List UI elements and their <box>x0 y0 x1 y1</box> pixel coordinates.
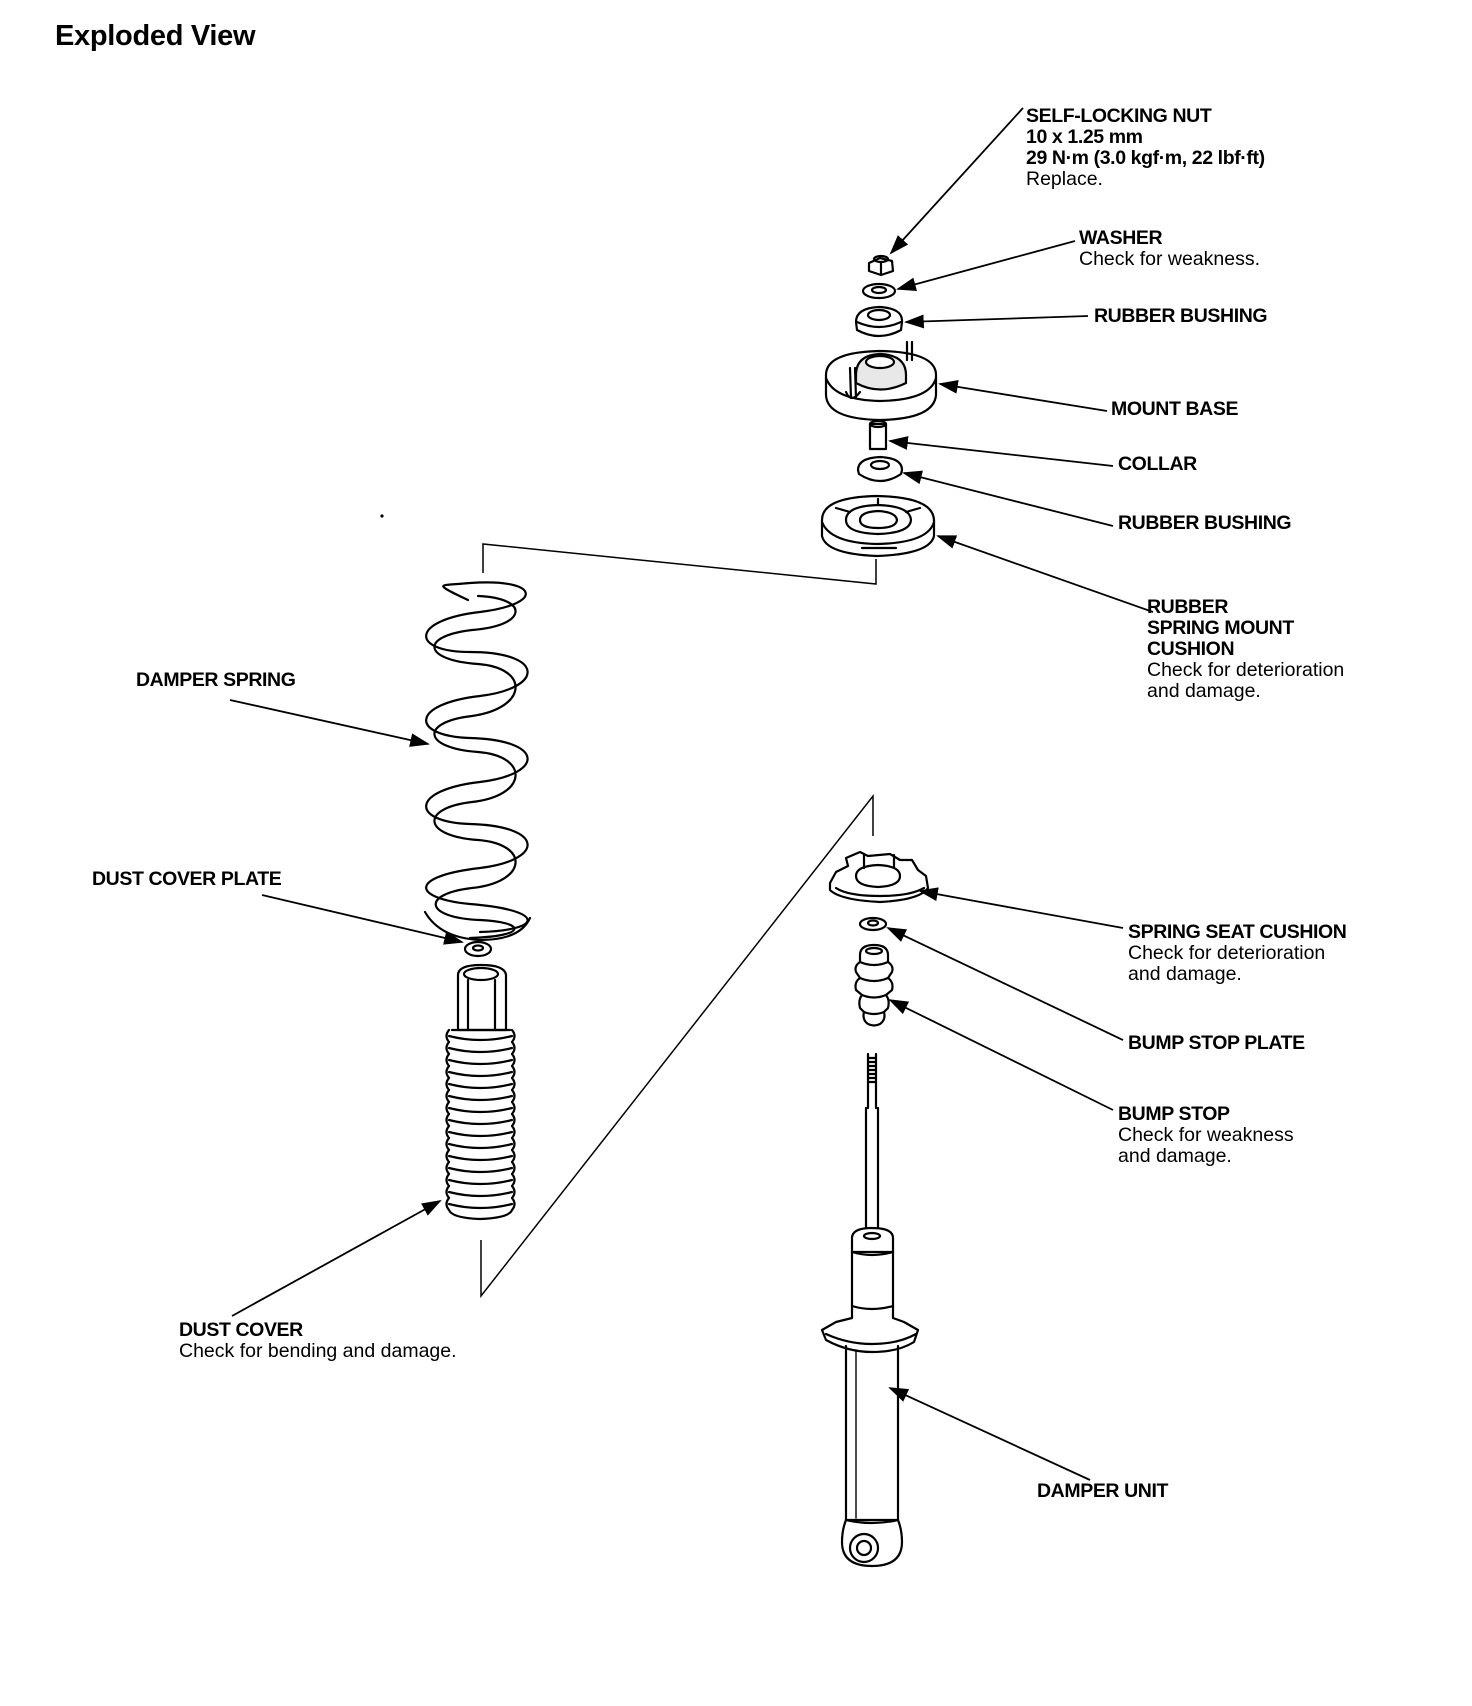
label-self-locking-nut: SELF-LOCKING NUT 10 x 1.25 mm 29 N·m (3.… <box>1026 105 1265 190</box>
label-dust-cover: DUST COVER Check for bending and damage. <box>179 1319 457 1362</box>
label-damper-spring: DAMPER SPRING <box>136 669 296 691</box>
label-bump-stop: BUMP STOP Check for weakness and damage. <box>1118 1103 1294 1167</box>
bracket-line-upper <box>482 543 877 585</box>
washer-part <box>861 282 897 300</box>
damper-unit-part <box>820 1052 920 1568</box>
stray-dot <box>380 514 384 518</box>
label-damper-unit: DAMPER UNIT <box>1037 1480 1169 1502</box>
damper-spring-part <box>423 581 532 942</box>
label-spring-seat-cushion: SPRING SEAT CUSHION Check for deteriorat… <box>1128 921 1347 985</box>
self-locking-nut-part <box>867 254 895 277</box>
collar-part <box>868 419 888 451</box>
rubber-spring-mount-cushion-part <box>820 494 936 558</box>
leader-lines <box>229 107 1154 1481</box>
dust-cover-part <box>445 963 516 1221</box>
mount-base-part <box>824 340 938 422</box>
bump-stop-plate-part <box>858 916 888 932</box>
label-bump-stop-plate: BUMP STOP PLATE <box>1128 1032 1305 1054</box>
rubber-bushing-lower-part <box>856 455 904 483</box>
label-dust-cover-plate: DUST COVER PLATE <box>92 868 282 890</box>
label-collar: COLLAR <box>1118 453 1197 475</box>
label-rubber-bushing-upper: RUBBER BUSHING <box>1094 305 1268 327</box>
label-rubber-spring-mount-cushion: RUBBER SPRING MOUNT CUSHION Check for de… <box>1147 596 1345 702</box>
dust-cover-plate-part <box>463 940 493 958</box>
label-mount-base: MOUNT BASE <box>1111 398 1239 420</box>
rubber-bushing-upper-part <box>854 305 904 338</box>
bracket-line-lower <box>480 793 874 1299</box>
label-washer: WASHER Check for weakness. <box>1079 227 1260 270</box>
label-rubber-bushing-lower: RUBBER BUSHING <box>1118 512 1292 534</box>
page-title: Exploded View <box>55 20 256 52</box>
spring-seat-cushion-part <box>828 850 930 904</box>
bump-stop-part <box>854 943 894 1027</box>
